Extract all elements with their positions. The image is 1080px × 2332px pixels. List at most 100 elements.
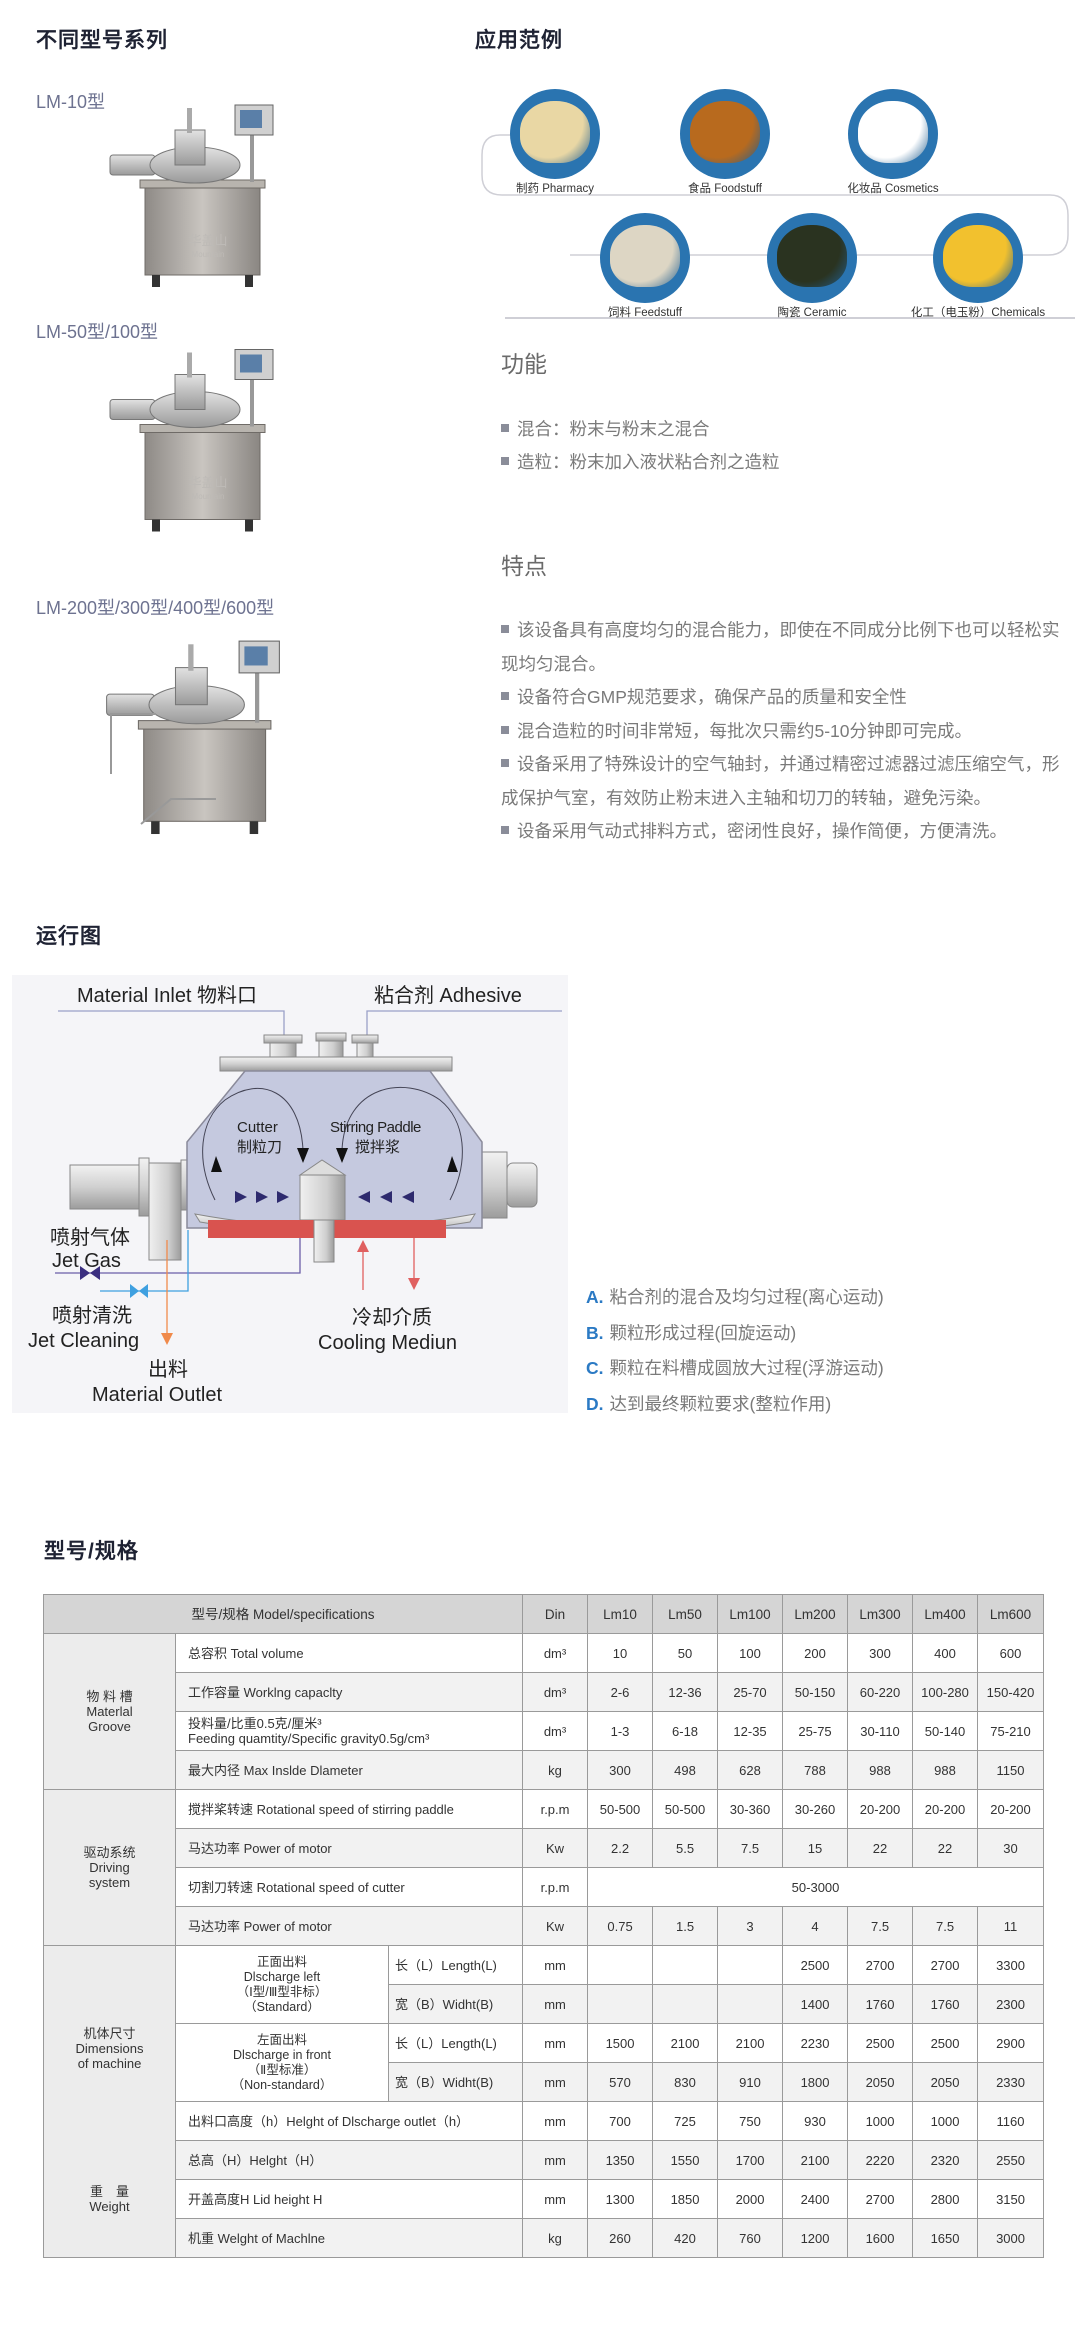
value-cell: 2400 [782,2179,849,2219]
value-cell: 30 [977,1828,1045,1868]
header-model: Lm10 [587,1594,654,1634]
label-line: 正面出料 [256,1954,307,1969]
unit-cell: r.p.m [522,1789,589,1829]
stirring-paddle-label-cn: 搅拌浆 [355,1138,400,1156]
legend-text: 颗粒形成过程(回旋运动) [609,1323,797,1343]
powder-sample [777,225,847,287]
unit-cell: kg [522,2218,589,2258]
adhesive-label: 粘合剂 Adhesive [374,984,522,1007]
value-cell: 3150 [977,2179,1045,2219]
item-label: 出料口高度（h）Helght of Dlscharge outlet（h） [174,2101,524,2141]
value-cell: 1800 [782,2062,849,2102]
value-cell: 830 [652,2062,719,2102]
value-cell: 50-500 [587,1789,654,1829]
value-cell: 628 [717,1750,784,1790]
header-model: Lm200 [782,1594,849,1634]
material-inlet-label: Material Inlet 物料口 [77,984,257,1007]
label-line: Weight [89,2198,130,2214]
value-cell: 30-260 [782,1789,849,1829]
value-cell: 2700 [847,1945,914,1985]
value-cell: 10 [587,1633,654,1673]
value-cell: 30-360 [717,1789,784,1829]
value-cell: 50-150 [782,1672,849,1712]
unit-cell: kg [522,1750,589,1790]
application-image [933,213,1023,303]
value-cell: 2800 [912,2179,979,2219]
value-cell: 2330 [977,2062,1045,2102]
label-line: Dlscharge left [243,1969,321,1984]
item-label: 工作容量 Worklng capaclty [174,1672,524,1712]
value-cell: 3 [717,1906,784,1946]
label-line: （Standard） [244,1999,320,2014]
value-cell: 150-420 [977,1672,1045,1712]
bullet-square-icon [501,725,509,734]
value-cell: 4 [782,1906,849,1946]
machine-image-lm200-600 [96,624,308,849]
value-cell: 2700 [847,2179,914,2219]
value-cell: 700 [587,2101,654,2141]
operation-diagram: Material Inlet 物料口 粘合剂 Adhesive Cutter 制… [12,975,568,1413]
jet-cleaning-label-cn: 喷射清洗 [52,1304,132,1327]
value-cell: 100 [717,1633,784,1673]
value-cell: 1350 [587,2140,654,2180]
machine-image-lm10: 华盖山 Mountain [100,100,300,290]
value-cell: 1150 [977,1750,1045,1790]
jet-gas-label: Jet Gas [52,1250,121,1272]
value-cell: 2000 [717,2179,784,2219]
value-cell [587,1984,654,2024]
cooling-label: Cooling Mediun [318,1332,457,1354]
value-cell: 22 [847,1828,914,1868]
unit-cell: Kw [522,1906,589,1946]
legend-letter: C. [586,1358,604,1378]
value-cell: 60-220 [847,1672,914,1712]
value-cell: 7.5 [847,1906,914,1946]
powder-sample [690,101,760,163]
legend-text: 粘合剂的混合及均匀过程(离心运动) [609,1287,884,1307]
value-cell: 1760 [847,1984,914,2024]
watermark-logo-en: Mountain [192,492,225,501]
model-label-lm10: LM-10型 [36,92,106,112]
cutter-label-cn: 制粒刀 [237,1139,282,1156]
value-cell: 25-70 [717,1672,784,1712]
application-label: 制药 Pharmacy [516,183,594,195]
applications-connector [481,134,1075,319]
value-cell: 2900 [977,2023,1045,2063]
value-cell: 910 [717,2062,784,2102]
watermark-logo-en: Mountain [192,250,225,259]
jet-cleaning-label: Jet Cleaning [28,1330,139,1352]
label-line: Dimensions [75,2041,144,2056]
powder-sample [610,225,680,287]
value-cell: 2500 [912,2023,979,2063]
features-list: 该设备具有高度均匀的混合能力，即使在不同成分比例下也可以轻松实现均匀混合。 设备… [501,614,1063,849]
stirring-paddle-label: Stirring Paddle [330,1119,421,1136]
application-label: 陶瓷 Ceramic [777,307,847,319]
value-cell: 988 [912,1750,979,1790]
legend-item-c: C.颗粒在料槽成圆放大过程(浮游运动) [586,1355,884,1380]
function-text: 造粒：粉末加入液状粘合剂之造粒 [517,452,780,472]
legend-text: 颗粒在料槽成圆放大过程(浮游运动) [609,1358,884,1378]
value-cell: 1-3 [587,1711,654,1751]
watermark-logo: 华盖山 [188,233,227,248]
value-cell: 25-75 [782,1711,849,1751]
unit-cell: dm³ [522,1711,589,1751]
feature-text: 设备采用气动式排料方式，密闭性良好，操作简便，方便清洗。 [517,821,1007,841]
label-line: 驱动系统 [83,1845,136,1860]
function-item-mixing: 混合：粉末与粉末之混合 [501,413,710,446]
value-cell: 2300 [977,1984,1045,2024]
value-cell: 2550 [977,2140,1045,2180]
value-cell: 930 [782,2101,849,2141]
flow-arrow-icon [297,1148,309,1163]
powder-sample [858,101,928,163]
value-cell: 1500 [587,2023,654,2063]
label-line: Dlscharge in front [233,2047,331,2062]
item-label: 机重 Welght of Machlne [174,2218,524,2258]
value-cell: 15 [782,1828,849,1868]
value-cell: 1160 [977,2101,1045,2141]
jet-gas-label-cn: 喷射气体 [50,1226,130,1249]
